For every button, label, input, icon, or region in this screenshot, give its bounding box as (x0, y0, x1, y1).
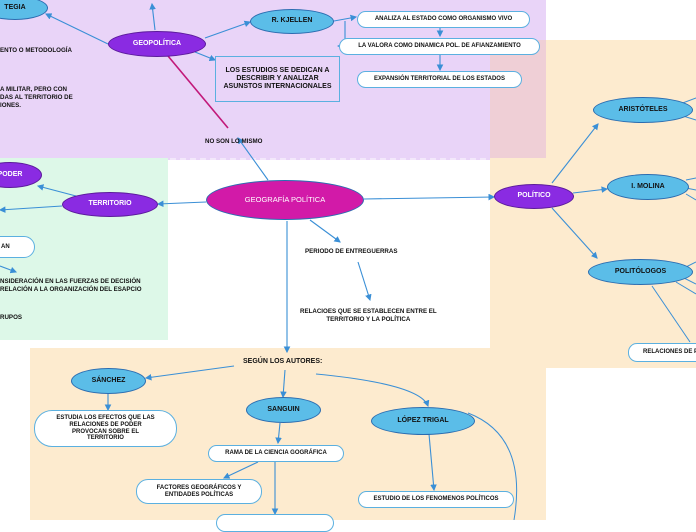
relaciones-de-node[interactable]: RELACIONES DE P (628, 343, 696, 362)
sanchez-node[interactable]: SÁNCHEZ (71, 368, 146, 394)
estrategia-node[interactable]: TEGIA (0, 0, 48, 20)
expansion-node[interactable]: EXPANSIÓN TERRITORIAL DE LOS ESTADOS (357, 71, 522, 88)
geografia-politica-node[interactable]: GEOGRAFÍA POLÍTICA (206, 180, 364, 220)
overlap-region (490, 40, 546, 158)
rupos-text: RUPOS (0, 314, 23, 321)
connectors (0, 2, 696, 520)
aristoteles-node[interactable]: ARISTÓTELES (593, 97, 693, 123)
politologos-node[interactable]: POLITÓLOGOS (588, 259, 693, 285)
no-son-text: NO SON LO MISMO (205, 138, 263, 145)
molina-node[interactable]: I. MOLINA (607, 174, 689, 200)
segun-text: SEGÚN LOS AUTORES: (243, 358, 323, 365)
analiza-node[interactable]: ANALIZA AL ESTADO COMO ORGANISMO VIVO (357, 11, 530, 28)
an-node[interactable]: AN (0, 236, 35, 258)
estudios-node[interactable]: LOS ESTUDIOS SE DEDICAN A DESCRIBIR Y AN… (215, 56, 340, 102)
politico-node[interactable]: POLÍTICO (494, 184, 574, 209)
territorio-node[interactable]: TERRITORIO (62, 192, 158, 217)
estudia-node[interactable]: ESTUDIA LOS EFECTOS QUE LAS RELACIONES D… (34, 410, 177, 447)
sanguin-node[interactable]: SANGUIN (246, 397, 321, 423)
consideracion-text: NSIDERACIÓN EN LAS FUERZAS DE DECISIÓN R… (0, 278, 142, 293)
militar-text: A MILITAR, PERO CON DAS AL TERRITORIO DE… (0, 86, 73, 109)
metodologia-text: ENTO O METODOLOGÍA (0, 47, 72, 54)
periodo-text: PERIODO DE ENTREGUERRAS (305, 248, 398, 255)
geopolitica-node[interactable]: GEOPOLÍTICA (108, 31, 206, 57)
estudio-fenomenos-node[interactable]: ESTUDIO DE LOS FENOMENOS POLÍTICOS (358, 491, 514, 508)
kjellen-node[interactable]: R. KJELLEN (250, 9, 334, 34)
factores-node[interactable]: FACTORES GEOGRÁFICOS Y ENTIDADES POLÍTIC… (136, 479, 262, 504)
lopez-trigal-node[interactable]: LÓPEZ TRIGAL (371, 407, 475, 435)
valora-node[interactable]: LA VALORA COMO DINAMICA POL. DE AFIANZAM… (339, 38, 540, 55)
bottom-node[interactable] (216, 514, 334, 532)
relaciones-text: RELACIOES QUE SE ESTABLECEN ENTRE EL TER… (300, 308, 437, 323)
rama-node[interactable]: RAMA DE LA CIENCIA GOGRÁFICA (208, 445, 344, 462)
